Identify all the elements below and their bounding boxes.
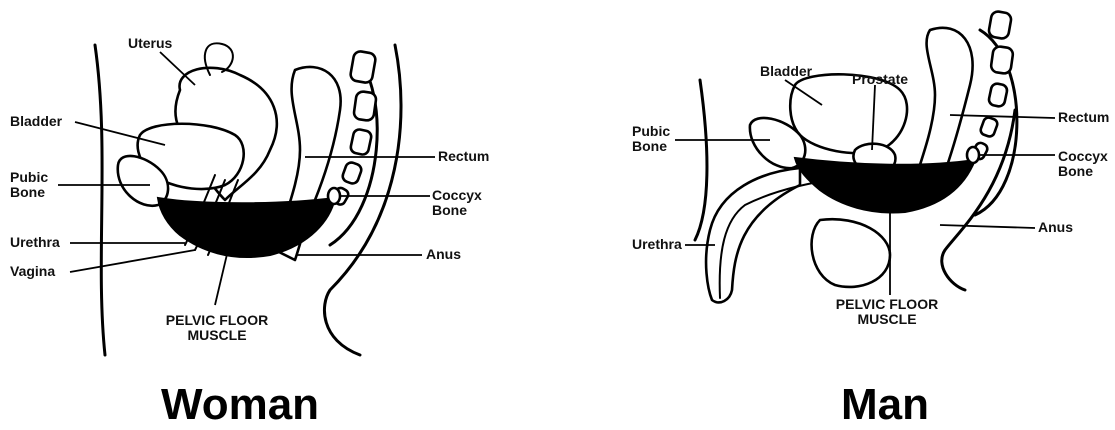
- woman-label-uterus: Uterus: [128, 36, 172, 51]
- man-label-coccyx-bone: Coccyx Bone: [1058, 149, 1108, 179]
- woman-label-pelvic-floor-muscle: PELVIC FLOOR MUSCLE: [152, 313, 282, 343]
- woman-label-bladder: Bladder: [10, 114, 62, 129]
- man-front-body-outline: [695, 80, 707, 240]
- woman-label-pubic-bone: Pubic Bone: [10, 170, 48, 200]
- man-label-bladder: Bladder: [760, 64, 812, 79]
- man-label-pubic-bone: Pubic Bone: [632, 124, 670, 154]
- man-pelvis-illustration: [560, 0, 1115, 425]
- man-caption: Man: [805, 380, 965, 430]
- man-label-pelvic-floor-muscle: PELVIC FLOOR MUSCLE: [822, 297, 952, 327]
- man-label-rectum: Rectum: [1058, 110, 1109, 125]
- man-label-prostate: Prostate: [852, 72, 908, 87]
- woman-front-body-outline: [95, 45, 105, 355]
- man-label-anus: Anus: [1038, 220, 1073, 235]
- woman-caption: Woman: [150, 380, 330, 430]
- woman-label-urethra: Urethra: [10, 235, 60, 250]
- man-pelvic-floor-muscle: [795, 158, 975, 213]
- man-coccyx: [967, 147, 979, 163]
- woman-label-anus: Anus: [426, 247, 461, 262]
- woman-coccyx: [328, 188, 340, 204]
- woman-diagram-panel: Uterus Bladder Pubic Bone Urethra Vagina…: [0, 0, 560, 425]
- woman-label-rectum: Rectum: [438, 149, 489, 164]
- man-label-urethra: Urethra: [632, 237, 682, 252]
- woman-label-vagina: Vagina: [10, 264, 55, 279]
- woman-pelvic-floor-muscle: [158, 198, 335, 257]
- man-vertebrae: [971, 10, 1014, 160]
- man-diagram-panel: Bladder Prostate Pubic Bone Urethra Rect…: [560, 0, 1115, 425]
- woman-label-coccyx-bone: Coccyx Bone: [432, 188, 482, 218]
- man-scrotum: [812, 219, 890, 287]
